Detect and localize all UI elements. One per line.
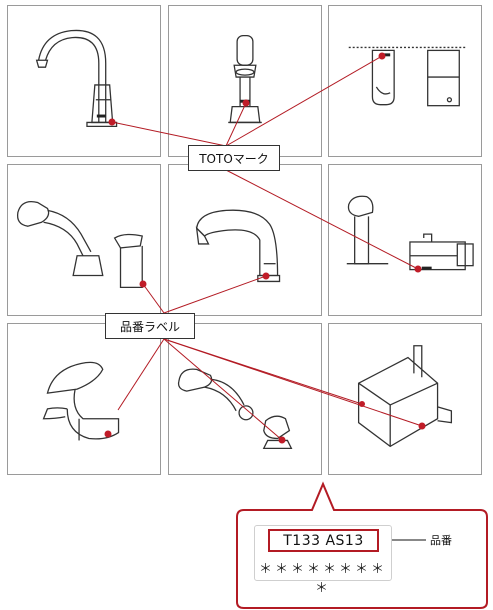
product-cell-hand-shower <box>168 323 322 475</box>
product-cell-gooseneck <box>7 5 161 157</box>
single-lever-faucet-icon <box>42 361 120 441</box>
product-label-plate: T133 AS13 ＊＊＊＊＊＊＊＊＊ <box>254 525 392 596</box>
hand-shower-head-icon <box>177 368 293 449</box>
part-number-label: 品番 <box>430 534 452 547</box>
product-label-callout: 品番ラベル <box>105 313 195 339</box>
pullout-hand-shower-icon <box>16 200 143 289</box>
serial-mask: ＊＊＊＊＊＊＊＊＊ <box>258 562 387 596</box>
part-code: T133 AS13 <box>268 529 379 552</box>
product-cell-control-box <box>328 323 482 475</box>
shampoo-faucet-icon <box>195 209 281 283</box>
toto-mark-callout: TOTOマーク <box>188 145 280 171</box>
product-cell-pullout <box>7 164 161 316</box>
product-cell-pillar <box>168 5 322 157</box>
control-box-icon <box>357 345 453 448</box>
pillar-faucet-icon <box>228 34 262 124</box>
product-cell-deck-unit <box>328 164 482 316</box>
product-cell-single-lever <box>7 323 161 475</box>
gooseneck-faucet-icon <box>35 29 118 128</box>
label-zoom-bubble <box>236 481 488 609</box>
product-cell-wall-sensor <box>328 5 482 157</box>
deck-mount-faucet-with-unit-icon <box>346 195 474 271</box>
product-cell-shampoo <box>168 164 322 316</box>
wall-sensor-faucet-icon <box>348 46 468 107</box>
